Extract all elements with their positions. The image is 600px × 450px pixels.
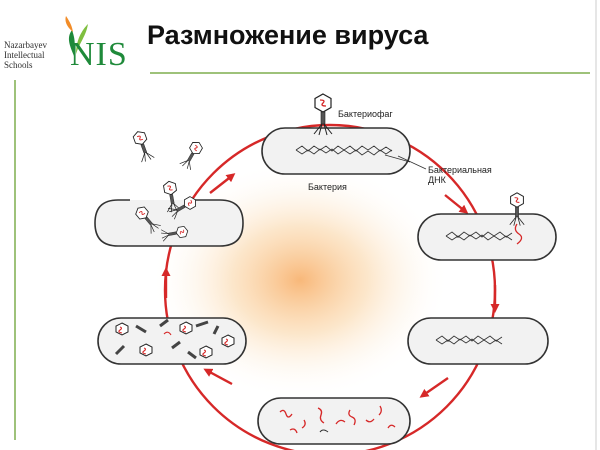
viral-dna — [348, 409, 356, 426]
phage-head-icon — [139, 343, 153, 357]
divider — [595, 0, 597, 450]
dna-fragment — [319, 429, 329, 433]
viral-dna — [378, 405, 382, 416]
label-pointer — [384, 154, 411, 163]
bacteriophage-icon — [130, 128, 156, 164]
stage-assembly — [97, 317, 247, 365]
cycle-arrow — [209, 173, 236, 194]
cycle-arrow — [419, 377, 449, 398]
bacterium-cell — [417, 213, 557, 261]
viral-dna — [301, 419, 306, 429]
divider — [14, 80, 16, 440]
phage-head-icon — [199, 345, 213, 359]
viral-dna — [317, 407, 325, 424]
divider — [150, 72, 590, 74]
bacterium-cell — [257, 397, 411, 445]
stage-lysis — [94, 128, 244, 247]
cycle-arrow — [444, 194, 469, 214]
viral-dna — [335, 419, 346, 425]
label-pointer — [397, 155, 427, 170]
logo-org-line: Intellectual — [4, 50, 45, 60]
logo-brand: NIS — [70, 36, 128, 73]
logo-org-line: Nazarbayev — [4, 40, 47, 50]
viral-dna — [514, 223, 523, 245]
phage-head-icon — [179, 321, 193, 335]
stage-injection — [417, 192, 557, 261]
page-title: Размножение вируса — [147, 20, 429, 50]
bacterial-dna — [295, 145, 393, 156]
phage-head-icon — [115, 322, 129, 336]
viral-dna — [289, 428, 298, 434]
stage-viral-dna — [257, 397, 411, 445]
viral-dna — [387, 424, 396, 429]
cycle-arrows — [161, 173, 500, 398]
cycle-arrow — [203, 368, 233, 386]
viral-dna — [365, 418, 375, 423]
nis-logo: Nazarbayev Intellectual Schools NIS — [4, 16, 136, 78]
stage-replication — [407, 317, 549, 365]
phage-head-icon — [221, 334, 235, 348]
bacterium-cell — [407, 317, 549, 365]
label-bacteriophage: Бактериофаг — [338, 109, 393, 119]
bacteriophage-icon — [178, 138, 206, 172]
label-bacterial-dna-2: ДНК — [428, 175, 447, 185]
logo-org-line: Schools — [4, 60, 33, 70]
label-bacterium: Бактерия — [308, 182, 347, 192]
bacterium-cell — [94, 199, 244, 247]
logo-org-name: Nazarbayev Intellectual Schools — [4, 40, 47, 70]
leaf-icon — [65, 16, 88, 56]
bacterial-dna — [435, 335, 503, 345]
viral-dna — [279, 409, 293, 418]
bacterial-dna — [445, 231, 513, 241]
label-bacterial-dna: Бактериальная — [428, 165, 492, 175]
stage-attach: Бактериофаг Бактериальная ДНК Бактерия — [261, 93, 492, 192]
bacterium-cell — [261, 127, 411, 175]
